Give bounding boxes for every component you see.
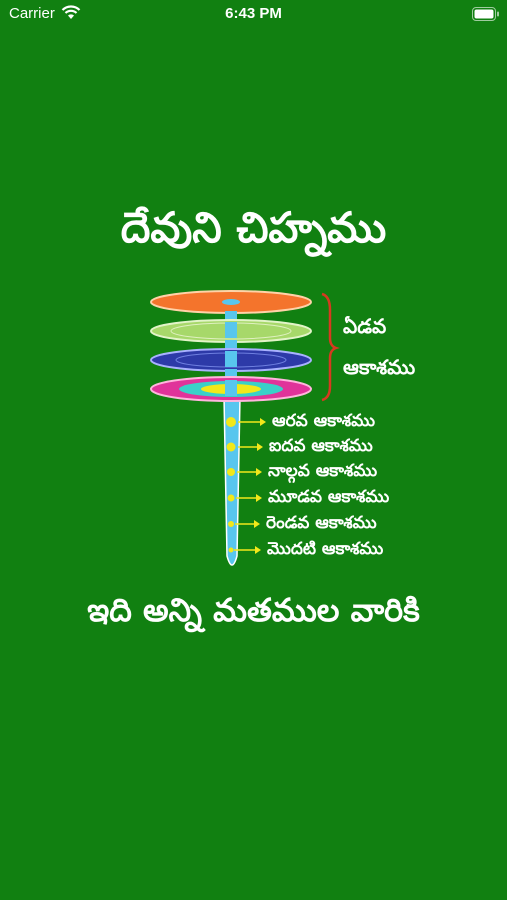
brace — [321, 292, 340, 402]
level-label-1: మొదటి ఆకాశము — [267, 539, 384, 559]
level-label-5: ఐదవ ఆకాశము — [269, 436, 373, 456]
battery-icon — [472, 7, 499, 21]
level-label-6: ఆరవ ఆకాశము — [272, 411, 376, 431]
page-title: దేవుని చిహ్నము — [120, 203, 387, 252]
stem — [223, 396, 241, 566]
footer-text: ఇది అన్ని మతముల వారికి — [87, 591, 420, 629]
wifi-icon — [61, 5, 81, 19]
level-markers — [226, 417, 266, 554]
carrier-label: Carrier — [9, 5, 55, 22]
disc-orange — [150, 290, 312, 314]
seventh-heaven-label-line2: ఆకాశము — [343, 355, 416, 379]
status-bar: Carrier 6:43 PM — [0, 0, 507, 28]
disc-pink — [150, 376, 312, 402]
disc-lightgreen — [150, 319, 312, 343]
seventh-heaven-label-line1: ఏడవ — [343, 314, 387, 338]
level-label-4: నాల్గవ ఆకాశము — [268, 461, 378, 481]
clock: 6:43 PM — [225, 5, 282, 22]
level-label-3: మూడవ ఆకాశము — [268, 487, 390, 507]
disc-blue — [150, 348, 312, 372]
level-label-2: రెండవ ఆకాశము — [266, 513, 377, 533]
